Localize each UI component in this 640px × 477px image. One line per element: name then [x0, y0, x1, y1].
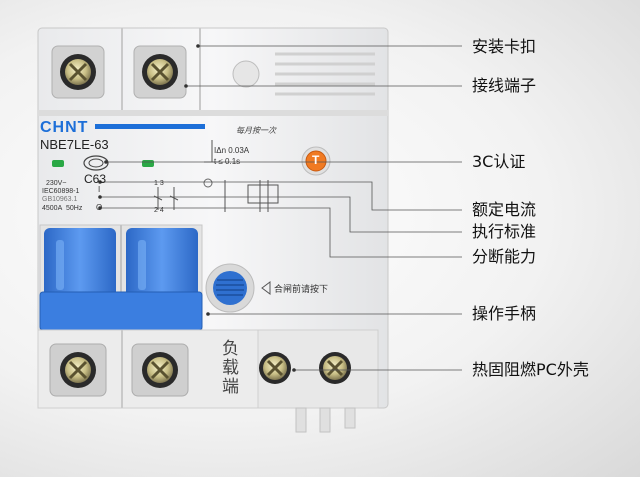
callout-standard: 执行标准 [472, 222, 537, 241]
bottom-terminal-3 [259, 352, 291, 384]
gb-standard-label: GB10963.1 [42, 196, 78, 203]
vent-grille [232, 52, 375, 96]
bottom-terminal-2 [131, 343, 189, 397]
trip-time-label: t ≤ 0.1s [214, 157, 241, 166]
capacity-label: 4500A [42, 205, 63, 212]
monthly-test-note: 每月按一次 [236, 126, 276, 135]
model-label: NBE7LE-63 [40, 137, 109, 152]
frequency-label: 50Hz [66, 205, 83, 212]
standard-label: IEC60898-1 [42, 188, 80, 195]
callout-rated-current: 额定电流 [472, 200, 537, 219]
rating-label: C63 [84, 172, 107, 186]
on-mark: I [98, 185, 101, 194]
callout-housing: 热固阻燃PC外壳 [472, 360, 589, 379]
reset-button[interactable] [205, 263, 255, 313]
bottom-terminal-4 [319, 352, 351, 384]
operating-handle[interactable] [39, 228, 203, 331]
terminal-bottom-numbers: 2 4 [154, 207, 164, 214]
off-mark: O [96, 203, 103, 212]
ccc-mark [83, 155, 109, 171]
circuit-schematic [153, 140, 279, 212]
callout-breaking-capacity: 分断能力 [472, 247, 537, 266]
callout-terminal: 接线端子 [472, 76, 537, 95]
bottom-terminal-1 [49, 343, 107, 397]
press-before-closing-note: 合闸前请按下 [274, 285, 329, 295]
voltage-label: 230V~ [46, 180, 67, 187]
terminal-top-numbers: 1 3 [154, 180, 164, 187]
test-button-label: T [312, 153, 320, 167]
indicator-right [142, 160, 154, 167]
indicator-left [52, 160, 64, 167]
residual-current-label: IΔn 0.03A [214, 146, 250, 155]
top-terminal-right [133, 45, 187, 99]
callout-leaders [100, 45, 462, 371]
din-clips [295, 407, 356, 433]
callout-mounting-clip: 安装卡扣 [472, 37, 537, 56]
callout-handle: 操作手柄 [472, 304, 537, 323]
load-side-label: 负载端 [222, 339, 239, 397]
brand-logo: CHNT [40, 119, 89, 136]
callout-3c-cert: 3C认证 [472, 152, 526, 171]
test-button[interactable] [305, 150, 327, 172]
callout-dots [98, 44, 296, 372]
top-terminal-left [51, 45, 105, 99]
